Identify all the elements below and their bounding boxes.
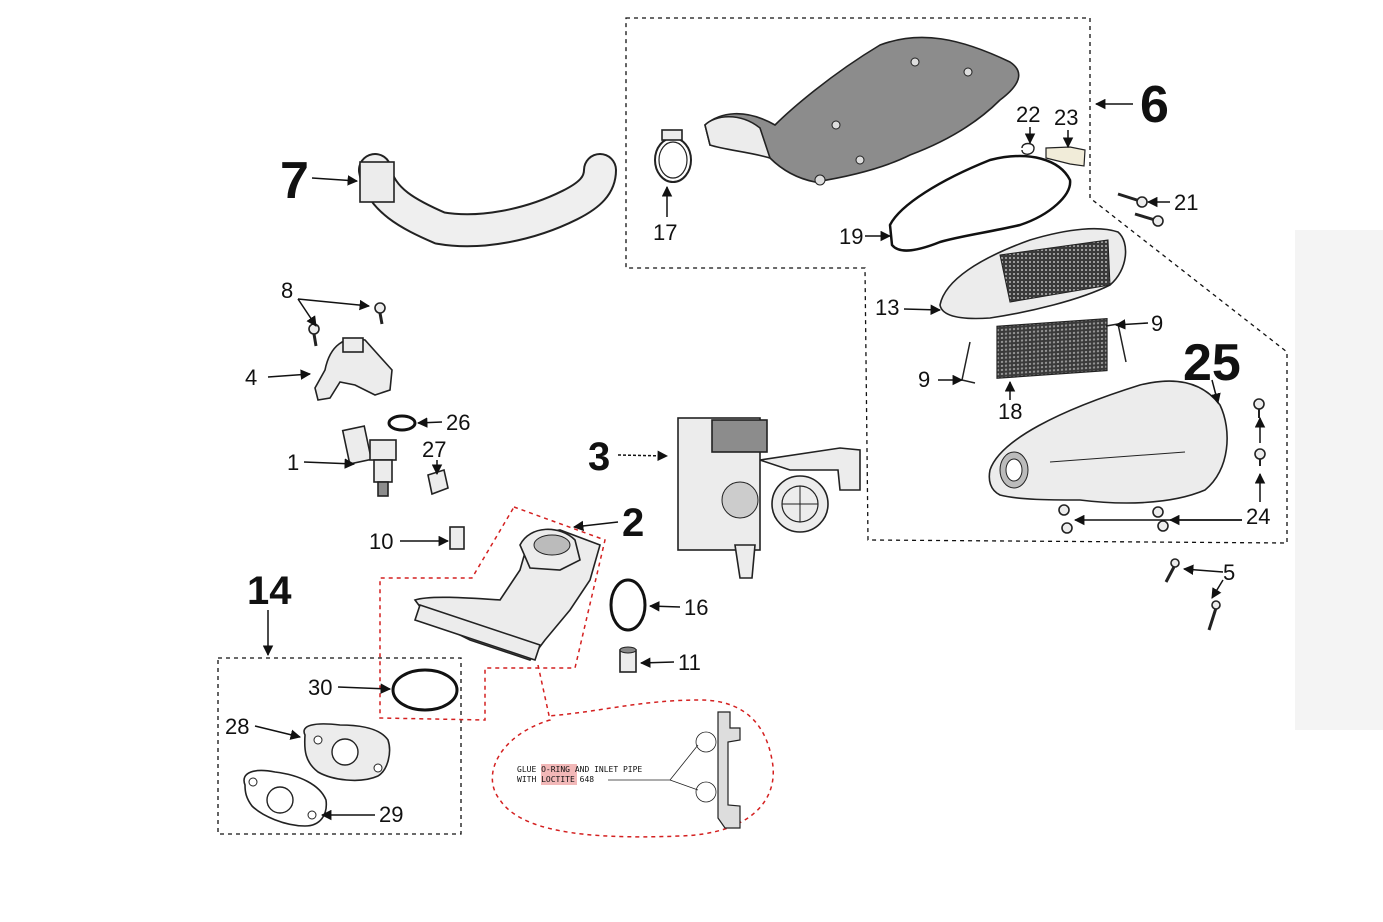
label-26: 26 [446,410,470,435]
label-4: 4 [245,365,257,390]
label-28: 28 [225,714,249,739]
oring-30 [391,668,459,712]
label-16: 16 [684,595,708,620]
airbox-lower-25 [988,380,1228,504]
throttle-body-3 [677,417,861,579]
clip-22 [1021,142,1035,155]
label-24: 24 [1246,504,1270,529]
insulator-28 [303,723,391,782]
label-30: 30 [308,675,332,700]
gasket-19 [888,154,1072,252]
label-11: 11 [678,650,701,675]
injector-1 [341,425,397,497]
label-10: 10 [369,529,393,554]
hose-clamp-17 [654,129,692,183]
leader-arrows [254,98,1266,821]
gasket-29 [243,769,328,827]
label-27: 27 [422,437,446,462]
label-18: 18 [998,399,1022,424]
label-14: 14 [247,569,292,613]
label-5: 5 [1223,560,1235,585]
note-highlight-oring [541,764,577,775]
clip-27 [427,468,449,496]
label-3: 3 [588,435,610,479]
label-22: 22 [1016,102,1040,127]
spacer-11 [619,646,637,673]
label-25: 25 [1183,334,1241,392]
sensor-4 [314,337,393,401]
label-19: 19 [839,224,863,249]
label-23: 23 [1054,105,1078,130]
label-17: 17 [653,220,677,245]
screws-24 [1058,398,1266,534]
label-6: 6 [1140,76,1169,134]
spacer-10 [449,526,465,550]
label-9-left: 9 [918,367,930,392]
bolts-21 [1117,192,1164,227]
group-2-red-box [379,506,606,721]
detail-section-drawing [608,711,741,829]
label-21: 21 [1174,190,1198,215]
label-7: 7 [280,152,309,210]
label-2: 2 [622,501,644,545]
label-29: 29 [379,802,403,827]
wire-9-left [961,341,976,384]
intake-hose-7 [358,153,617,248]
filter-mesh-18 [996,317,1108,379]
label-9-right: 9 [1151,311,1163,336]
detail-note-line-1: GLUE O-RING AND INLET PIPE [517,765,642,774]
label-1: 1 [287,450,299,475]
group-14-box [217,657,462,835]
group-6-box [625,17,1288,544]
bolts-5 [1164,558,1221,631]
oring-16 [609,578,647,632]
note-highlight-loctite [541,774,577,785]
detail-note-line-2: WITH LOCTITE 648 [517,775,594,784]
wire-9-right [1105,323,1127,363]
airbox-lid-part [704,36,1020,186]
inlet-pipe-2 [413,528,601,662]
air-filter-13 [939,227,1127,320]
label-8: 8 [281,278,293,303]
oring-26 [387,414,417,432]
edge-shadow [1295,230,1383,730]
label-13: 13 [875,295,899,320]
